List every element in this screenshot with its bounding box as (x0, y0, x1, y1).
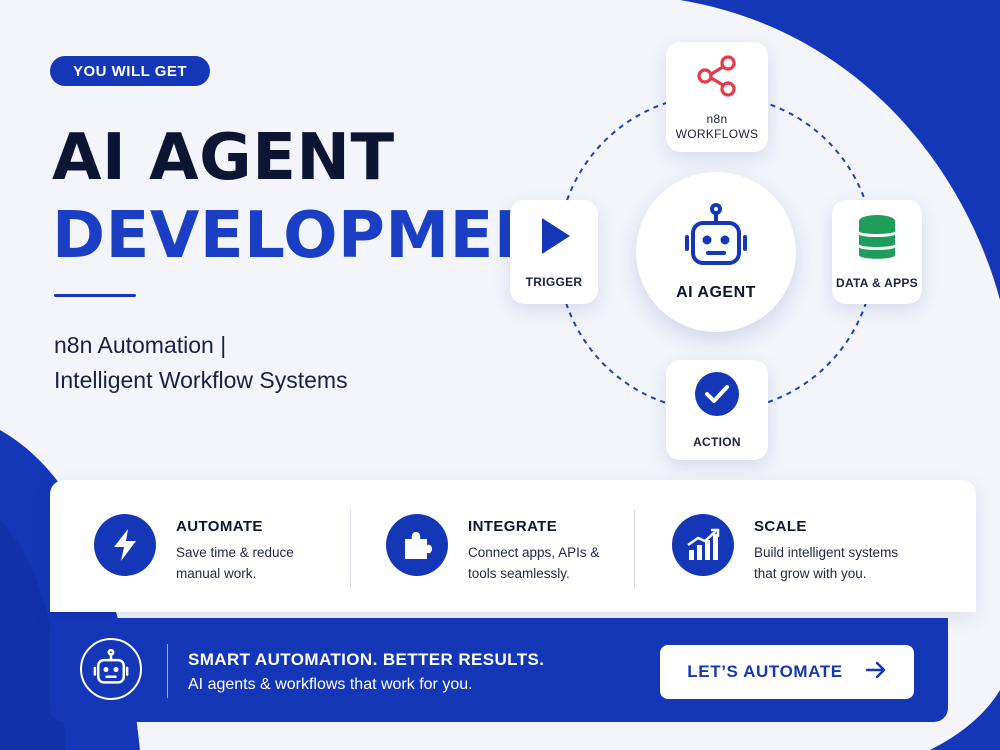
feature-title: AUTOMATE (176, 518, 263, 535)
center-ai-agent: AI AGENT (636, 172, 796, 332)
lets-automate-button[interactable]: LET’S AUTOMATE (660, 645, 914, 699)
node-label-trigger: TRIGGER (525, 275, 583, 289)
subtitle: n8n Automation | Intelligent Workflow Sy… (54, 328, 348, 398)
share-icon (694, 53, 740, 104)
banner-divider (167, 644, 168, 698)
subtitle-line-1: n8n Automation | (54, 332, 227, 358)
node-action: ACTION (666, 360, 768, 460)
database-icon (855, 213, 899, 266)
growth-chart-icon (672, 514, 734, 576)
feature-desc: Connect apps, APIs & tools seamlessly. (468, 545, 600, 581)
banner-title: SMART AUTOMATION. BETTER RESULTS. (188, 650, 545, 669)
feature-desc: Build intelligent systems that grow with… (754, 545, 899, 581)
node-label-action: ACTION (693, 435, 741, 449)
title-line-2: DEVELOPMENT (52, 199, 593, 273)
feature-title: INTEGRATE (468, 518, 558, 535)
banner-subtitle: AI agents & workflows that work for you. (188, 676, 473, 693)
feature-divider (350, 510, 351, 588)
node-label-data-apps: DATA & APPS (836, 276, 918, 290)
bottom-left-shade (0, 520, 66, 750)
play-icon (534, 214, 574, 263)
bottom-banner: SMART AUTOMATION. BETTER RESULTS. AI age… (50, 618, 948, 722)
puzzle-icon (386, 514, 448, 576)
node-label-workflows: n8n WORKFLOWS (676, 112, 759, 142)
title-underline (54, 294, 136, 297)
lightning-icon (94, 514, 156, 576)
feature-desc: Save time & reduce manual work. (176, 545, 294, 581)
title-line-1: AI AGENT (52, 121, 395, 195)
subtitle-line-2: Intelligent Workflow Systems (54, 367, 348, 393)
feature-scale: SCALE Build intelligent systems that gro… (672, 480, 952, 612)
feature-integrate: INTEGRATE Connect apps, APIs & tools sea… (386, 480, 636, 612)
feature-automate: AUTOMATE Save time & reduce manual work. (94, 480, 344, 612)
check-circle-icon (693, 370, 741, 423)
feature-divider (634, 510, 635, 588)
node-label-n8n: n8n (706, 111, 728, 126)
features-card: AUTOMATE Save time & reduce manual work.… (50, 480, 976, 612)
robot-icon (683, 202, 749, 280)
bottom-right-blue-shape (930, 690, 1000, 750)
node-trigger: TRIGGER (510, 200, 598, 304)
center-label: AI AGENT (676, 283, 756, 301)
node-label-workflows-text: WORKFLOWS (675, 126, 759, 141)
arrow-right-icon (865, 661, 887, 684)
top-right-blue-shape (680, 0, 1000, 300)
feature-title: SCALE (754, 518, 807, 535)
node-data-apps: DATA & APPS (832, 200, 922, 304)
node-n8n-workflows: n8n WORKFLOWS (666, 42, 768, 152)
cta-label: LET’S AUTOMATE (687, 662, 843, 681)
you-will-get-badge: YOU WILL GET (50, 56, 210, 86)
robot-icon (80, 638, 142, 700)
